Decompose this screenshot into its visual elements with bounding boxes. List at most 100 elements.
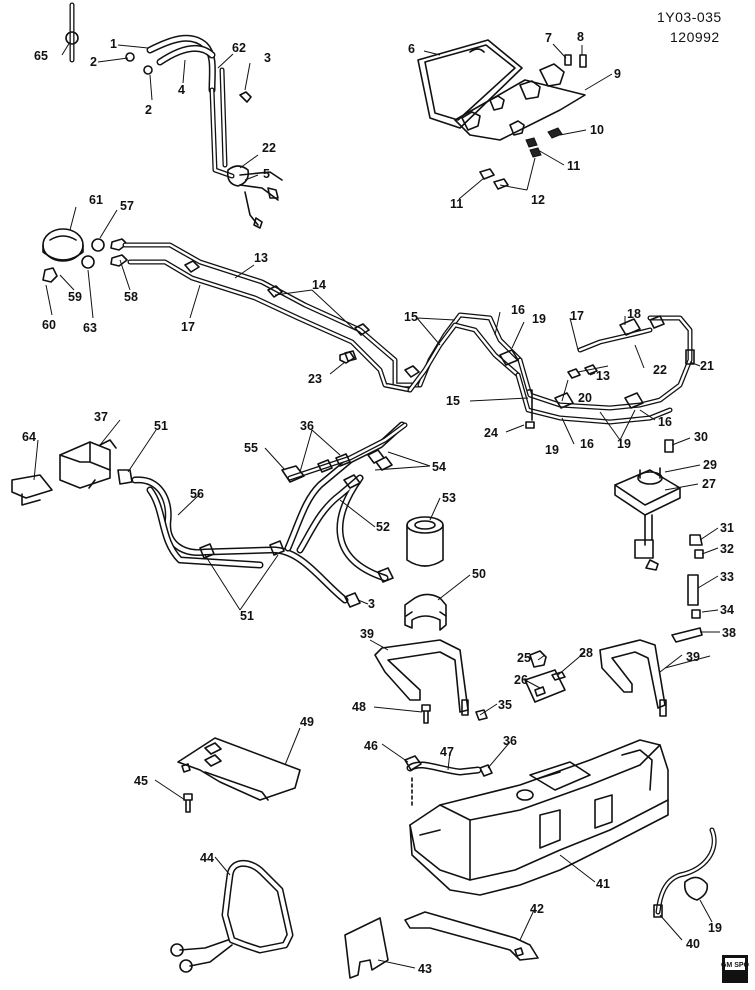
callout-9: 9	[614, 67, 621, 81]
callout-64: 64	[22, 430, 36, 444]
callout-33: 33	[720, 570, 734, 584]
callout-29: 29	[703, 458, 717, 472]
callout-41: 41	[596, 877, 610, 891]
callout-5: 5	[263, 167, 270, 181]
callout-39: 39	[360, 627, 374, 641]
callout-6: 6	[408, 42, 415, 56]
shield-49	[177, 737, 301, 801]
callout-35: 35	[498, 698, 512, 712]
callout-58: 58	[124, 290, 138, 304]
callout-25: 25	[517, 651, 531, 665]
callout-12: 12	[531, 193, 545, 207]
evap-canister-assembly	[11, 439, 133, 506]
fuel-tank-41	[409, 739, 669, 896]
vent-hose-40	[653, 827, 717, 918]
callout-11: 11	[450, 197, 463, 211]
callout-34: 34	[720, 603, 734, 617]
callout-4: 4	[178, 83, 185, 97]
filter-53	[406, 516, 444, 567]
callout-3: 3	[264, 51, 271, 65]
callout-13: 13	[254, 251, 268, 265]
callout-19: 19	[545, 443, 559, 457]
callout-36: 36	[503, 734, 517, 748]
callout-53: 53	[442, 491, 456, 505]
shield-43	[344, 917, 389, 979]
fuel-sender-assembly	[614, 439, 704, 643]
callout-55: 55	[244, 441, 258, 455]
callout-59: 59	[68, 290, 82, 304]
callout-48: 48	[352, 700, 366, 714]
callout-2: 2	[90, 55, 97, 69]
callout-19: 19	[532, 312, 546, 326]
callout-15: 15	[404, 310, 418, 324]
callout-63: 63	[83, 321, 97, 335]
figure-date: 120992	[670, 29, 720, 45]
grommet-23	[344, 350, 357, 362]
callout-32: 32	[720, 542, 734, 556]
callout-42: 42	[530, 902, 544, 916]
callout-51: 51	[154, 419, 168, 433]
clip-65	[65, 31, 79, 45]
callout-24: 24	[484, 426, 498, 440]
callout-37: 37	[94, 410, 108, 424]
callout-36: 36	[300, 419, 314, 433]
callout-19: 19	[617, 437, 631, 451]
fuel-filter-61	[42, 228, 128, 283]
callout-43: 43	[418, 962, 432, 976]
bracket-42	[404, 911, 539, 961]
callout-45: 45	[134, 774, 148, 788]
vapor-hoses-51-56	[131, 421, 406, 608]
callout-20: 20	[578, 391, 592, 405]
callout-17: 17	[181, 320, 195, 334]
logo-text: GM SPO	[721, 962, 750, 969]
callout-28: 28	[579, 646, 593, 660]
callout-10: 10	[590, 123, 604, 137]
callout-38: 38	[722, 626, 736, 640]
shield-and-bracket-assembly	[417, 39, 587, 190]
hose-55-36	[281, 422, 408, 483]
tank-strap-39-left	[374, 639, 469, 716]
callout-2: 2	[145, 103, 152, 117]
bolt-45	[183, 793, 193, 813]
fuel-lines-13-17	[122, 242, 523, 393]
callout-1: 1	[110, 37, 117, 51]
callout-52: 52	[376, 520, 390, 534]
callout-7: 7	[545, 31, 552, 45]
filler-hose-47	[404, 755, 482, 809]
tank-strap-39-right	[599, 639, 667, 717]
callout-21: 21	[700, 359, 714, 373]
callout-8: 8	[577, 30, 584, 44]
callout-17: 17	[570, 309, 584, 323]
bracket-50	[404, 593, 447, 631]
callout-13: 13	[596, 369, 610, 383]
callout-19: 19	[708, 921, 722, 935]
leader-lines	[33, 41, 720, 969]
callout-16: 16	[580, 437, 594, 451]
callout-18: 18	[627, 307, 641, 321]
callout-54: 54	[432, 460, 446, 474]
callout-39: 39	[686, 650, 700, 664]
callout-62: 62	[232, 41, 246, 55]
callout-56: 56	[190, 487, 204, 501]
callout-47: 47	[440, 745, 454, 759]
callout-26: 26	[514, 673, 528, 687]
callout-11: 11	[567, 159, 580, 173]
gm-spo-logo: GM SPO	[721, 955, 750, 983]
callout-49: 49	[300, 715, 314, 729]
callout-numbers: 1 2 2 3 4 62 65 22 5 6 7 8 9 10 11 11 12…	[22, 30, 736, 976]
callout-16: 16	[658, 415, 672, 429]
callout-57: 57	[120, 199, 134, 213]
callout-61: 61	[89, 193, 103, 207]
callout-50: 50	[472, 567, 486, 581]
callout-60: 60	[42, 318, 56, 332]
fasteners-mid	[421, 650, 566, 777]
callout-22: 22	[262, 141, 276, 155]
fuel-hose-assembly-top	[65, 2, 283, 229]
callout-31: 31	[720, 521, 734, 535]
callout-14: 14	[312, 278, 326, 292]
wiring-harness-44	[170, 859, 294, 973]
callout-65: 65	[34, 49, 48, 63]
callout-51: 51	[240, 609, 254, 623]
callout-15: 15	[446, 394, 460, 408]
